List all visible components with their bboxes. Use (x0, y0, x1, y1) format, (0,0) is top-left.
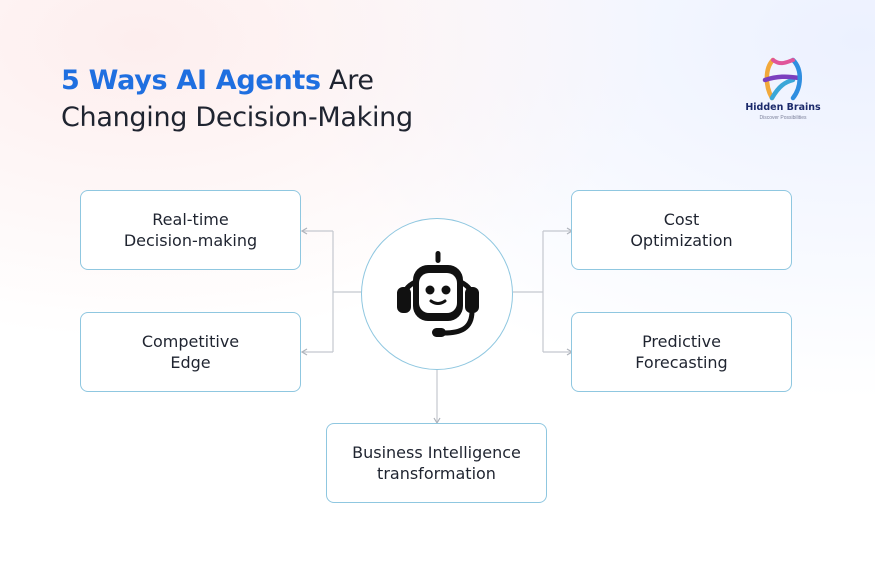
node-cost-line2: Optimization (630, 231, 733, 250)
title-rest: Are (320, 65, 374, 96)
node-business-intelligence: Business Intelligence transformation (326, 423, 547, 503)
node-realtime-line1: Real-time (152, 210, 229, 229)
title-line-1: 5 Ways AI Agents Are (61, 62, 413, 99)
node-competitive-line1: Competitive (141, 332, 240, 351)
arrow-realtime-icon (300, 227, 308, 235)
node-competitive-edge: Competitive Edge (80, 312, 301, 392)
node-cost-optimization: Cost Optimization (571, 190, 792, 270)
hb-logo-icon (762, 57, 802, 101)
node-predictive-line1: Predictive (642, 332, 721, 351)
title-highlight: 5 Ways AI Agents (61, 65, 321, 96)
arrow-competitive-icon (300, 348, 308, 356)
node-bi-line2: transformation (377, 464, 496, 483)
logo-brand-text: Hidden Brains (745, 102, 821, 113)
node-realtime-line2: Decision-making (123, 231, 258, 250)
logo-tagline: Discover Possibilities (759, 115, 807, 121)
node-realtime-decision: Real-time Decision-making (80, 190, 301, 270)
node-predictive-line2: Forecasting (635, 353, 728, 372)
page-title: 5 Ways AI Agents Are Changing Decision-M… (61, 62, 413, 136)
node-competitive-line2: Edge (170, 353, 211, 372)
node-predictive-forecasting: Predictive Forecasting (571, 312, 792, 392)
node-cost-line1: Cost (663, 210, 700, 229)
title-line-2: Changing Decision-Making (61, 102, 413, 133)
robot-headset-icon (397, 251, 479, 337)
node-bi-line1: Business Intelligence (352, 443, 521, 462)
hidden-brains-logo: Hidden Brains Discover Possibilities (738, 56, 828, 126)
hub-circle (361, 218, 513, 370)
